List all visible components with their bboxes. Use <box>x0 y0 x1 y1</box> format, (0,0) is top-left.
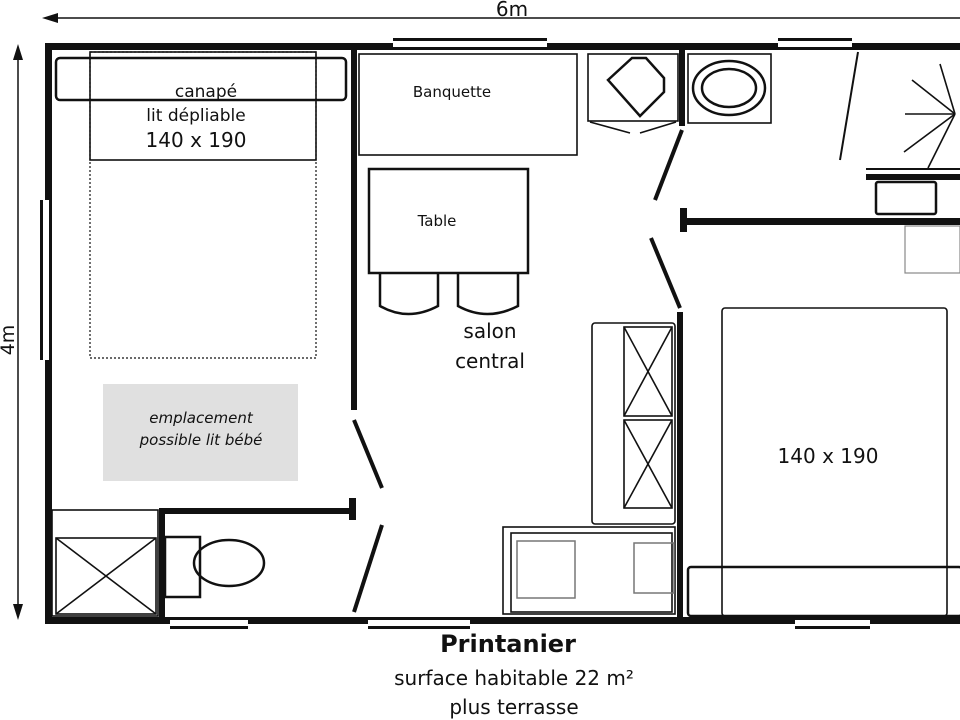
toilet <box>163 535 266 599</box>
plan-title: Printanier <box>440 630 576 658</box>
shower <box>51 509 159 617</box>
crib-zone: emplacement possible lit bébé <box>103 384 298 481</box>
crib-label-2: possible lit bébé <box>139 431 263 449</box>
door-leaf[interactable] <box>352 419 384 489</box>
fridge-cabinet <box>591 322 676 525</box>
door-leaf[interactable] <box>352 524 384 613</box>
table: Table <box>367 167 530 316</box>
chair <box>378 273 440 316</box>
door-leaf[interactable] <box>653 129 684 201</box>
crib-label-1: emplacement <box>149 409 254 427</box>
kitchen-counter <box>502 526 676 615</box>
arrow-left-icon <box>42 13 58 23</box>
arrow-up-icon <box>13 44 23 60</box>
bedroom-bed-size: 140 x 190 <box>778 444 879 468</box>
surface-label: surface habitable 22 m² <box>394 666 634 690</box>
chair <box>456 273 520 316</box>
sofa-bed: canapé lit dépliable 140 x 190 <box>54 51 348 359</box>
outer-walls <box>45 43 960 624</box>
sofa-bed-size: 140 x 190 <box>146 128 247 152</box>
height-dimension: 4m <box>0 44 23 620</box>
sofa-bed-label: lit dépliable <box>146 106 245 126</box>
banquette-label: Banquette <box>413 83 491 101</box>
cabinet <box>587 53 679 134</box>
living-label-1: salon <box>463 319 516 343</box>
sofa-label: canapé <box>175 82 237 102</box>
width-label: 6m <box>496 0 528 21</box>
table-label: Table <box>417 212 457 230</box>
terrace-label: plus terrasse <box>449 695 578 719</box>
arrow-down-icon <box>13 604 23 620</box>
height-label: 4m <box>0 325 19 356</box>
sink <box>633 542 675 594</box>
internal-walls <box>159 46 960 620</box>
cooktop <box>516 540 576 599</box>
banquette: Banquette <box>358 53 578 156</box>
living-label-2: central <box>455 349 525 373</box>
shower-head <box>866 63 960 274</box>
windows <box>40 38 870 629</box>
double-bed: 140 x 190 <box>686 307 960 618</box>
width-dimension: 6m <box>42 0 960 23</box>
door-leaf[interactable] <box>649 237 682 309</box>
washbasin <box>687 53 772 124</box>
door-leaf[interactable] <box>839 51 859 161</box>
